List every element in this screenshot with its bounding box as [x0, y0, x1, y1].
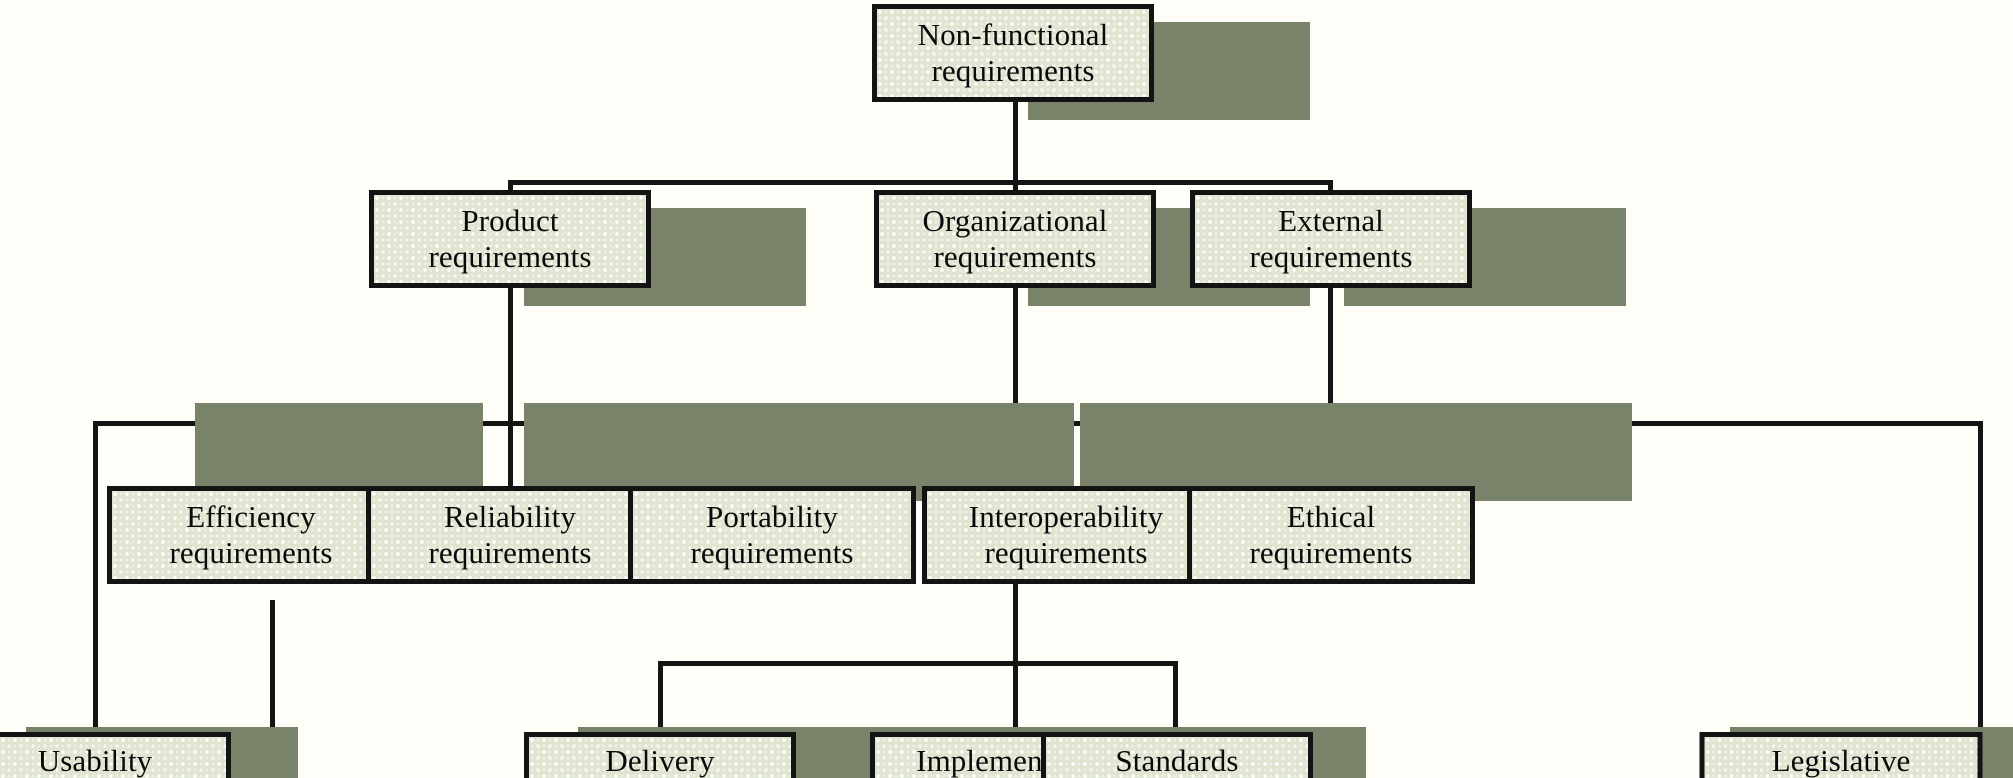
node-organizational[interactable]: Organizational requirements: [874, 190, 1156, 288]
node-root-line1: Non-functional: [917, 17, 1109, 53]
node-shadow-portability: [786, 403, 1074, 501]
node-shadow-reliability: [524, 403, 812, 501]
node-ethical-line1: Ethical: [1286, 499, 1376, 535]
edge-external-stem: [1328, 283, 1333, 425]
node-usability-line1: Usability: [37, 743, 153, 778]
edge-org-to-delivery: [658, 661, 663, 733]
node-standards[interactable]: Standards: [1041, 732, 1313, 778]
node-root-line2: requirements: [931, 53, 1095, 88]
edge-bus-level1: [508, 180, 1333, 185]
edge-external-to-legislative: [1978, 421, 1983, 733]
node-reliability[interactable]: Reliability requirements: [366, 486, 654, 584]
node-external-line2: requirements: [1249, 239, 1413, 274]
edge-product-to-usability: [93, 421, 98, 733]
node-standards-line1: Standards: [1115, 743, 1239, 778]
node-shadow-efficiency: [195, 403, 483, 501]
node-external[interactable]: External requirements: [1190, 190, 1472, 288]
node-portability-line1: Portability: [706, 499, 838, 535]
node-ethical-line2: requirements: [1249, 535, 1413, 570]
node-organizational-line1: Organizational: [922, 203, 1108, 239]
node-portability[interactable]: Portability requirements: [628, 486, 916, 584]
edge-bus-organizational: [658, 661, 1178, 666]
node-shadow-ethical: [1344, 403, 1632, 501]
node-reliability-line2: requirements: [428, 535, 592, 570]
node-delivery[interactable]: Delivery: [524, 732, 796, 778]
edge-product-to-reliability: [508, 421, 513, 488]
node-portability-line2: requirements: [690, 535, 854, 570]
node-product[interactable]: Product requirements: [369, 190, 651, 288]
node-usability[interactable]: Usability: [0, 732, 231, 778]
node-root[interactable]: Non-functional requirements: [872, 4, 1154, 102]
node-ethical[interactable]: Ethical requirements: [1187, 486, 1475, 584]
node-efficiency-line1: Efficiency: [186, 499, 316, 535]
node-product-line2: requirements: [428, 239, 592, 274]
node-interoperability-line1: Interoperability: [968, 499, 1164, 535]
node-product-line1: Product: [461, 203, 559, 239]
node-legislative-line1: Legislative: [1771, 743, 1911, 778]
node-efficiency-line2: requirements: [169, 535, 333, 570]
node-external-line1: External: [1278, 203, 1384, 239]
node-delivery-line1: Delivery: [605, 743, 715, 778]
node-interoperability[interactable]: Interoperability requirements: [922, 486, 1210, 584]
edge-root-stem: [1013, 88, 1018, 184]
edge-org-to-implementation: [1013, 661, 1018, 733]
node-legislative[interactable]: Legislative: [1699, 732, 1983, 778]
edge-product-stem: [508, 283, 513, 425]
edge-efficiency-stem: [270, 600, 275, 778]
edge-org-to-standards: [1173, 661, 1178, 733]
node-efficiency[interactable]: Efficiency requirements: [107, 486, 395, 584]
node-organizational-line2: requirements: [933, 239, 1097, 274]
node-interoperability-line2: requirements: [984, 535, 1148, 570]
node-reliability-line1: Reliability: [444, 499, 576, 535]
node-shadow-interoperability: [1080, 403, 1368, 501]
